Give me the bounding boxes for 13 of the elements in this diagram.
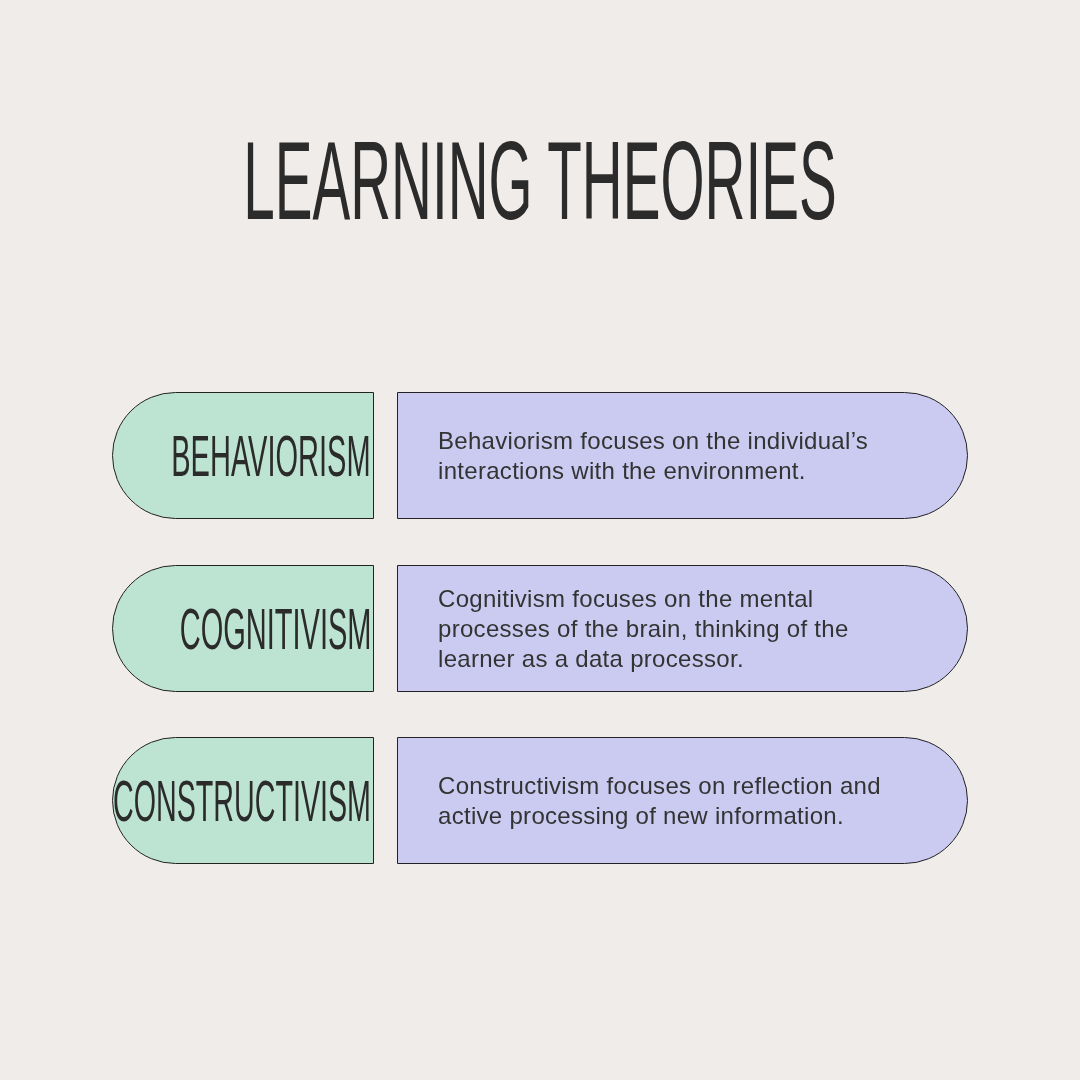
description-panel bbox=[397, 392, 968, 519]
label-tab bbox=[112, 565, 374, 692]
label-tab bbox=[112, 392, 374, 519]
description-text: Behaviorism focuses on the individual’s interactions with the environment. bbox=[438, 425, 870, 486]
description-panel bbox=[397, 737, 968, 864]
description-panel bbox=[397, 565, 968, 692]
theory-name: COGNITIVISM bbox=[179, 599, 371, 658]
theory-name: BEHAVIORISM bbox=[171, 426, 371, 485]
theory-name: CONSTRUCTIVISM bbox=[113, 771, 371, 830]
description-text: Constructivism focuses on reflection and active processing of new information. bbox=[438, 770, 882, 831]
label-tab bbox=[112, 737, 374, 864]
description-text: Cognitivism focuses on the mental processes of the brain, thinking of the learner as a data processor. bbox=[438, 583, 850, 674]
title: LEARNING THEORIES bbox=[243, 126, 837, 237]
